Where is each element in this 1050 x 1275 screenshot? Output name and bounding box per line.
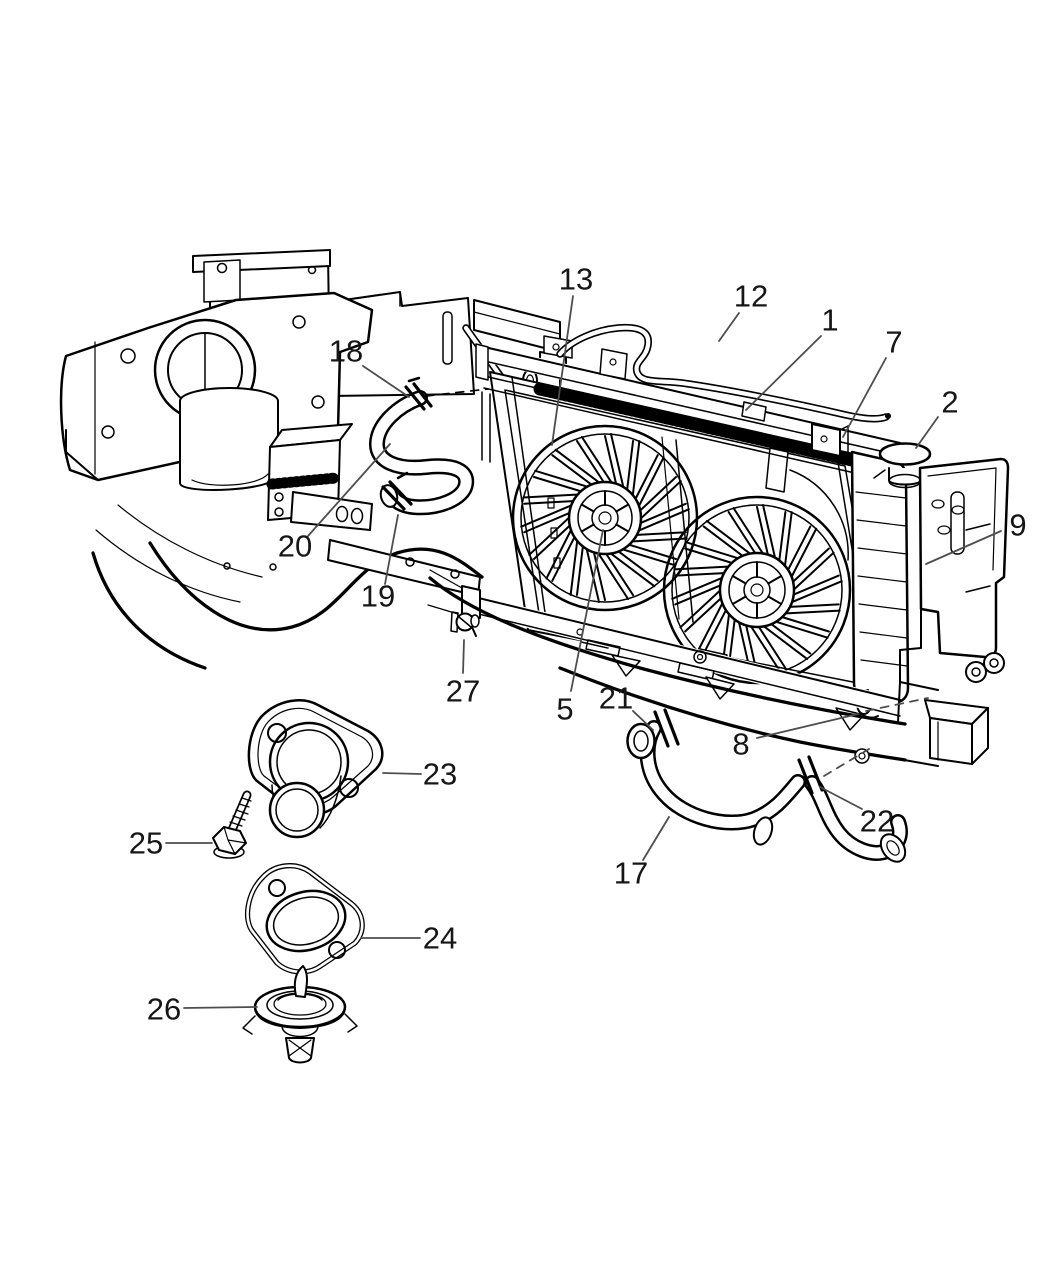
- leader-line-27: [462, 639, 465, 674]
- hose-clamp-22: [797, 755, 824, 795]
- callout-label-1: 1: [821, 302, 839, 338]
- housing-gasket: [244, 863, 365, 975]
- callout-label-17: 17: [613, 855, 649, 891]
- callout-label-21: 21: [598, 680, 634, 716]
- callout-label-9: 9: [1009, 507, 1027, 543]
- callout-label-8: 8: [732, 726, 750, 762]
- leader-line-9: [925, 530, 1002, 565]
- radiator-side-bracket: [897, 457, 1010, 723]
- callout-label-18: 18: [328, 333, 364, 369]
- leader-line-17: [642, 816, 670, 861]
- leader-line-13: [551, 295, 574, 446]
- callout-leader-lines: [165, 295, 1002, 1009]
- drain-cock: [450, 611, 480, 633]
- callout-label-19: 19: [360, 578, 396, 614]
- engine-bay-structure: [59, 249, 567, 670]
- leader-line-8-dashed: [865, 697, 929, 712]
- callout-label-13: 13: [558, 261, 594, 297]
- callout-label-27: 27: [445, 673, 481, 709]
- leader-line-20: [307, 443, 391, 537]
- callout-label-7: 7: [885, 324, 903, 360]
- callout-label-5: 5: [556, 691, 574, 727]
- upper-radiator-hose: [369, 376, 475, 516]
- front-fascia-lines: [428, 576, 907, 762]
- radiator-cap: [873, 442, 932, 489]
- leader-line-7: [842, 357, 887, 438]
- thermostat: [242, 965, 358, 1064]
- leader-line-2: [915, 416, 939, 449]
- leader-line-5: [570, 529, 604, 692]
- leader-line-22: [819, 786, 863, 810]
- callout-label-22: 22: [859, 803, 895, 839]
- lower-radiator-hose: [626, 708, 908, 863]
- callout-label-25: 25: [128, 825, 164, 861]
- callout-label-23: 23: [422, 756, 458, 792]
- callout-label-26: 26: [146, 991, 182, 1027]
- leader-line-19: [384, 514, 399, 585]
- leader-line-26: [183, 1006, 258, 1009]
- leader-line-21: [632, 710, 654, 731]
- cooling-fan-left: [511, 424, 699, 612]
- leader-line-12: [718, 312, 740, 342]
- leader-line-22-dashed: [823, 748, 870, 777]
- callout-label-2: 2: [941, 384, 959, 420]
- leader-line-8: [756, 713, 859, 739]
- callout-label-20: 20: [277, 528, 313, 564]
- thermostat-housing: [247, 699, 384, 839]
- leader-line-23: [382, 772, 422, 775]
- hose-clamp-21: [653, 708, 680, 748]
- hose-clamp-18: [404, 376, 433, 411]
- callout-label-12: 12: [733, 278, 769, 314]
- callout-label-24: 24: [422, 920, 458, 956]
- cooling-fan-right: [662, 495, 852, 685]
- radiator-fan-module: [427, 323, 1010, 767]
- housing-bolt: [212, 790, 252, 859]
- leader-line-18: [362, 365, 410, 398]
- leader-line-1: [745, 335, 822, 411]
- upper-crossmember: [475, 335, 901, 477]
- hose-clamp-19: [381, 471, 413, 511]
- coolant-recovery-hose: [556, 323, 891, 423]
- lower-right-frame-box: [854, 699, 989, 767]
